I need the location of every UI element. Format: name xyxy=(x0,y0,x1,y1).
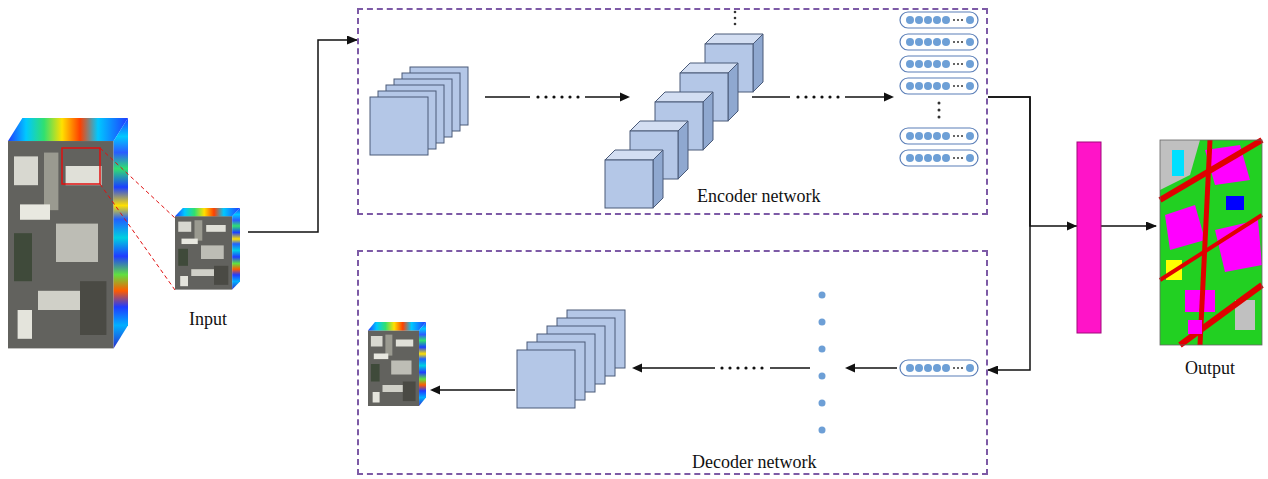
node-label: Decoder network xyxy=(692,452,816,473)
zoom-line xyxy=(100,184,175,290)
input-patch xyxy=(175,208,240,290)
hyperspectral-scene xyxy=(8,118,128,348)
classifier-bar xyxy=(1077,142,1101,333)
reconstructed-patch xyxy=(368,322,426,406)
dotted-arrow xyxy=(632,364,810,373)
cube-sequence xyxy=(605,11,763,208)
flow-arrow xyxy=(988,97,1030,370)
encoder-box: Encoder network xyxy=(357,8,988,215)
dotted-arrow xyxy=(485,93,630,102)
latent-vector xyxy=(900,360,978,376)
vector-column xyxy=(819,292,826,434)
classification-map xyxy=(1160,140,1262,345)
feature-vectors xyxy=(900,12,978,166)
node-label: Output xyxy=(1185,358,1235,379)
zoom-line xyxy=(100,148,175,218)
node-label: Encoder network xyxy=(697,186,820,207)
flow-arrow xyxy=(988,97,1156,226)
node-label: Input xyxy=(189,309,227,330)
input-node: Input xyxy=(168,205,248,335)
dotted-arrow xyxy=(752,93,894,102)
feature-map-stack xyxy=(370,67,468,155)
arrow-head xyxy=(1067,222,1077,231)
output-node: Output xyxy=(1156,136,1264,386)
feature-map-stack xyxy=(517,310,625,408)
patch-frame xyxy=(62,148,100,184)
flow-arrow xyxy=(248,40,357,232)
plain-arrow xyxy=(845,364,897,373)
plain-arrow xyxy=(430,386,515,395)
decoder-box: Decoder network xyxy=(357,250,988,475)
